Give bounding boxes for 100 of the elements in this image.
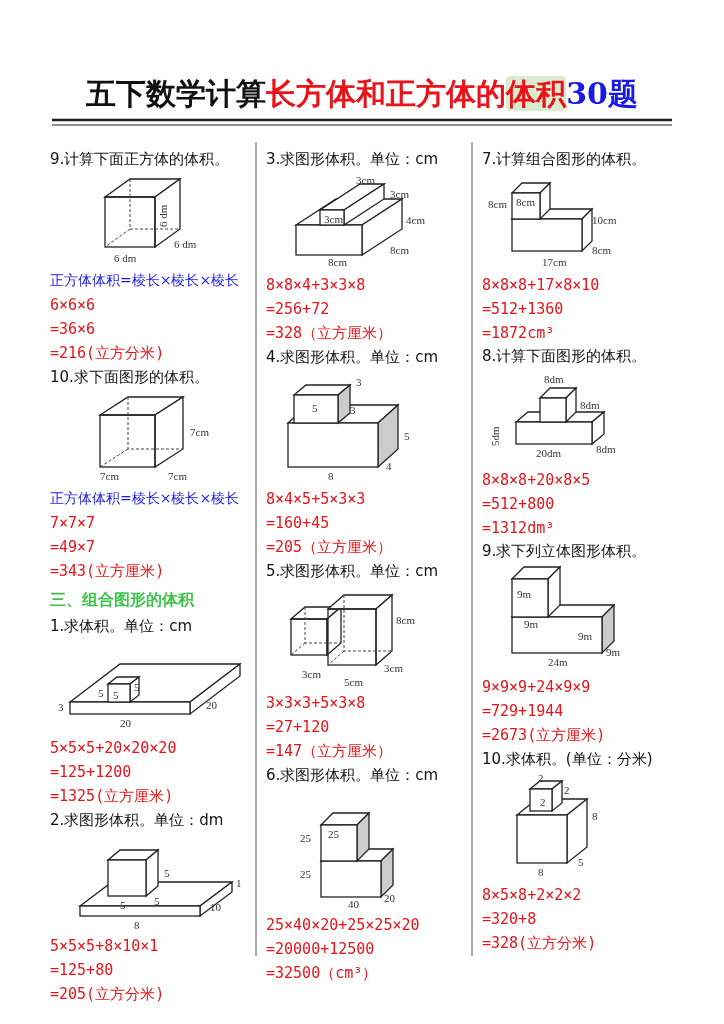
dimension-label: 24m [548, 657, 568, 668]
formula-text: =1325(立方厘米) [50, 787, 174, 806]
dimension-label: 17cm [542, 257, 567, 268]
dimension-label: 6 dm [174, 239, 197, 250]
dimension-label: 5 [312, 403, 318, 414]
formula-text: =512+1360 [482, 300, 564, 318]
dimension-label: 3 [356, 377, 362, 388]
dimension-label: 8cm [328, 257, 347, 268]
formula-text: =256+72 [266, 300, 330, 318]
formula-text: 8×8×8+17×8×10 [482, 276, 600, 294]
dimension-label: 5cm [344, 677, 363, 688]
dimension-label: 5 [134, 682, 140, 693]
dimension-label: 7cm [190, 427, 209, 438]
dimension-label: 2 [540, 797, 546, 808]
dimension-label: 8dm [580, 400, 600, 411]
formula-text: =328（立方厘米） [266, 324, 393, 343]
question-text: 6.求图形体积。单位：cm [266, 766, 439, 785]
dimension-label: 7cm [100, 471, 119, 482]
formula-text: =343(立方厘米) [50, 562, 165, 581]
dimension-label: 8 [134, 920, 140, 931]
formula-text: =160+45 [266, 514, 330, 532]
formula-text: =320+8 [482, 910, 537, 928]
question-text: 9.计算下面正方体的体积。 [50, 150, 230, 169]
dimension-label: 25 [300, 833, 311, 844]
formula-text: =27+120 [266, 718, 330, 736]
dimension-label: 3 [350, 405, 356, 416]
formula-text: =2673(立方厘米) [482, 726, 606, 745]
formula-text: 正方体体积=棱长×棱长×棱长 [50, 490, 240, 508]
formula-text: 5×5×5+8×10×1 [50, 937, 159, 955]
dimension-label: 20 [384, 893, 395, 904]
formula-text: 正方体体积=棱长×棱长×棱长 [50, 272, 240, 290]
formula-text: =205（立方厘米） [266, 538, 393, 557]
dimension-label: 8cm [396, 615, 415, 626]
formula-text: 8×4×5+5×3×3 [266, 490, 366, 508]
formula-text: =216(立方分米) [50, 344, 165, 363]
dimension-label: 25 [300, 869, 311, 880]
dimension-label: 25 [328, 829, 339, 840]
dimension-label: 8dm [596, 444, 616, 455]
dimension-label: 3cm [390, 189, 409, 200]
dimension-label: 5 [98, 688, 104, 699]
formula-text: =125+80 [50, 961, 114, 979]
formula-text: =36×6 [50, 320, 96, 338]
dimension-label: 9m [524, 619, 539, 630]
dimension-label: 9m [517, 589, 532, 600]
formula-text: =20000+12500 [266, 940, 375, 958]
formula-text: 25×40×20+25×25×20 [266, 916, 420, 934]
dimension-label: 5 [404, 431, 410, 442]
formula-text: 6×6×6 [50, 296, 96, 314]
dimension-label: 8 [328, 471, 334, 482]
formula-text: =125+1200 [50, 763, 132, 781]
dimension-label: 20 [120, 718, 131, 729]
formula-text: 8×8×8+20×8×5 [482, 471, 591, 489]
dimension-label: 9m [606, 647, 621, 658]
question-text: 9.求下列立体图形体积。 [482, 542, 647, 561]
dimension-label: 8cm [592, 245, 611, 256]
dimension-label: 10cm [592, 215, 617, 226]
formula-text: =32500（cm³） [266, 964, 378, 983]
formula-text: =1312dm³ [482, 519, 555, 537]
dimension-label: 8dm [544, 374, 564, 385]
dimension-label: 5 [113, 690, 119, 701]
dimension-label: 10 [210, 902, 221, 913]
dimension-label: 3cm [302, 669, 321, 680]
formula-text: 9×9×9+24×9×9 [482, 678, 591, 696]
question-text: 10.求下面图形的体积。 [50, 368, 209, 387]
dimension-label: 4cm [406, 215, 425, 226]
dimension-label: 40 [348, 899, 359, 910]
question-text: 7.计算组合图形的体积。 [482, 150, 647, 169]
dimension-label: 4 [386, 461, 392, 472]
dimension-label: 5 [154, 896, 160, 907]
title: 五下数学计算长方体和正方体的体积30题 [85, 75, 639, 113]
formula-text: =512+800 [482, 495, 555, 513]
section-heading: 三、组合图形的体积 [50, 590, 194, 611]
question-text: 4.求图形体积。单位：cm [266, 348, 439, 367]
dimension-label: 8cm [390, 245, 409, 256]
dimension-label: 8cm [488, 199, 507, 210]
formula-text: 8×5×8+2×2×2 [482, 886, 582, 904]
formula-text: =328(立方分米) [482, 934, 597, 953]
dimension-label: 20dm [536, 448, 562, 459]
question-text: 5.求图形体积。单位：cm [266, 562, 439, 581]
formula-text: 7×7×7 [50, 514, 96, 532]
dimension-label: 6 dm [158, 204, 169, 227]
question-text: 8.计算下面图形的体积。 [482, 347, 647, 366]
formula-text: =729+1944 [482, 702, 564, 720]
dimension-label: 1 [236, 878, 242, 889]
dimension-label: 3cm [324, 214, 343, 225]
dimension-label: 5 [578, 857, 584, 868]
dimension-label: 7cm [168, 471, 187, 482]
dimension-label: 8 [592, 811, 598, 822]
dimension-label: 5dm [490, 426, 501, 446]
formula-text: 5×5×5+20×20×20 [50, 739, 177, 757]
dimension-label: 3cm [384, 663, 403, 674]
dimension-label: 3cm [356, 175, 375, 186]
formula-text: =147（立方厘米） [266, 742, 393, 761]
formula-text: 3×3×3+5×3×8 [266, 694, 366, 712]
dimension-label: 9m [578, 631, 593, 642]
dimension-label: 2 [538, 773, 544, 784]
question-text: 1.求体积。单位：cm [50, 617, 193, 636]
dimension-label: 3 [58, 702, 64, 713]
dimension-label: 2 [564, 785, 570, 796]
question-text: 10.求体积。(单位：分米) [482, 750, 653, 769]
